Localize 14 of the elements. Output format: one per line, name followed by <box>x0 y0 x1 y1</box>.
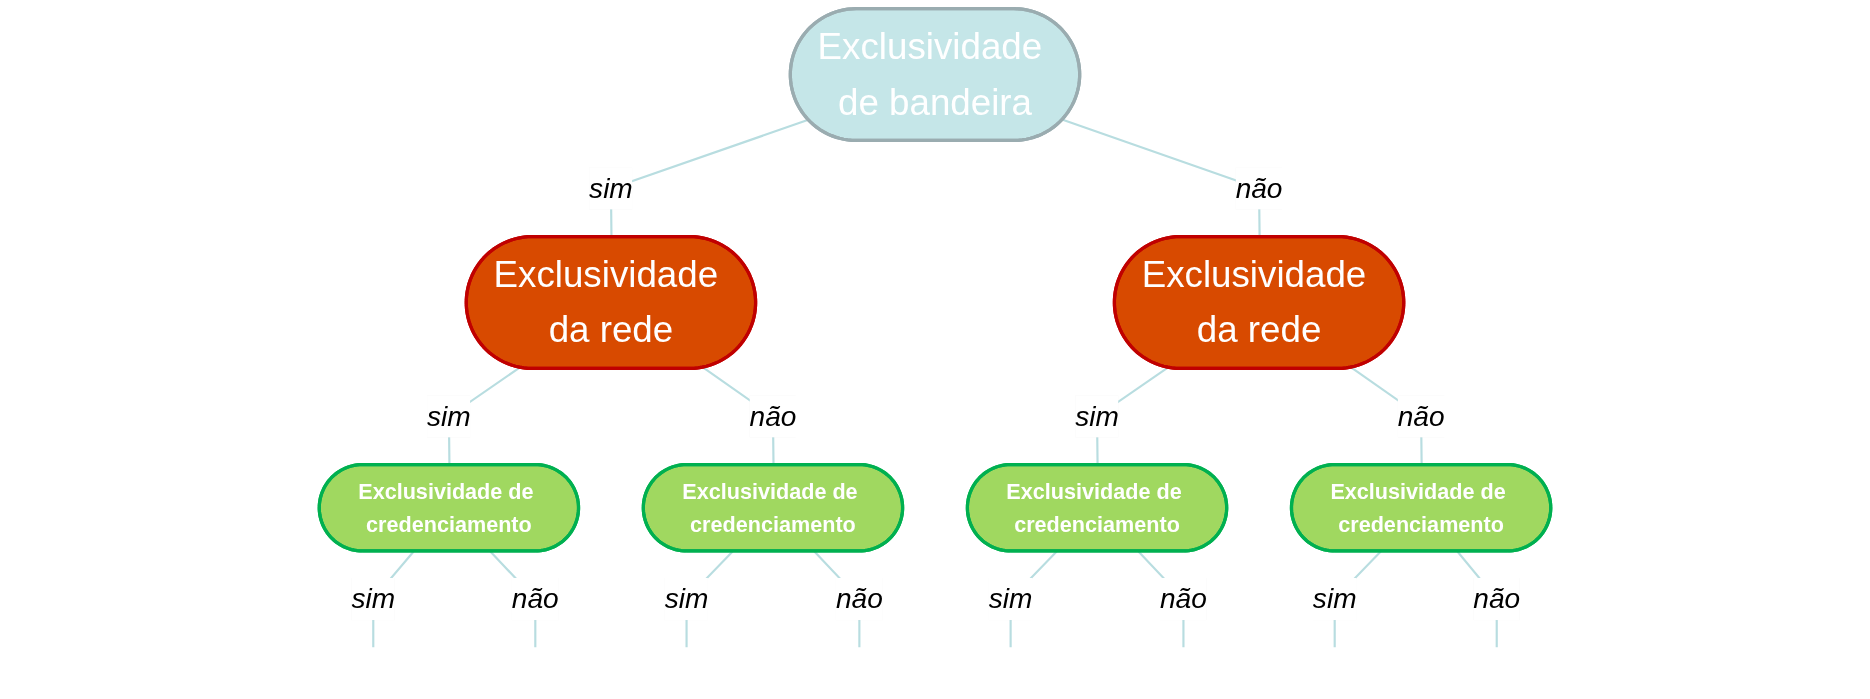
edge-label: não <box>1160 582 1207 615</box>
edge-label: não <box>1473 582 1521 615</box>
edge-label: sim <box>988 582 1033 615</box>
edge-label: sim <box>1075 399 1119 433</box>
edge-label: não <box>511 582 559 615</box>
edge-label: sim <box>427 399 471 433</box>
edge-label: sim <box>1312 582 1357 615</box>
edge-label: sim <box>589 171 633 205</box>
edge-label: sim <box>351 582 396 615</box>
edge-label: não <box>1397 399 1445 433</box>
edge-label: não <box>835 582 883 615</box>
edge-label: sim <box>664 582 709 615</box>
edge-label: não <box>749 399 797 433</box>
edge-label: não <box>1235 171 1283 205</box>
